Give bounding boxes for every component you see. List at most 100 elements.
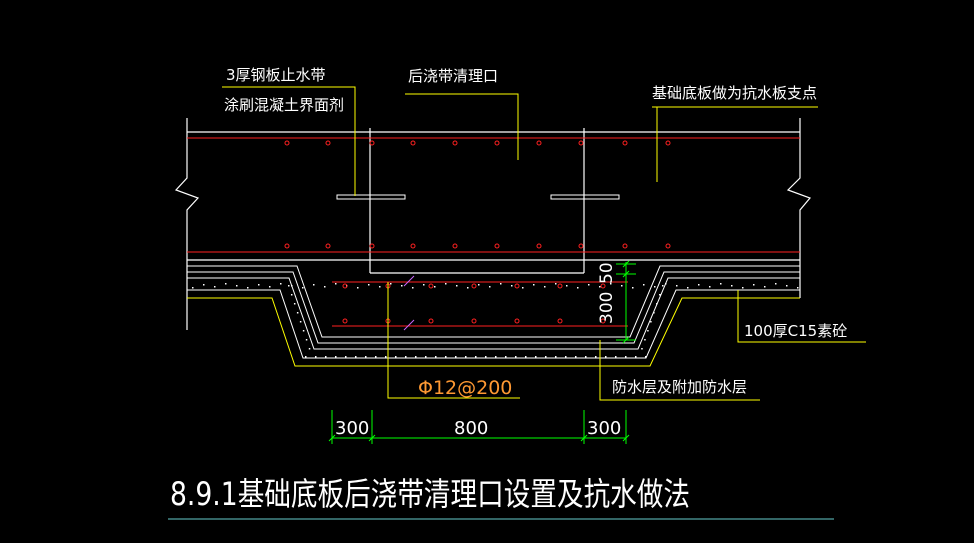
hatch-speck <box>425 356 427 358</box>
hatch-speck <box>485 356 487 358</box>
label-cleanout: 后浇带清理口 <box>408 67 498 85</box>
hatch-speck <box>291 285 293 287</box>
hatch-speck <box>533 284 535 286</box>
label-steel-plate: 3厚钢板止水带 <box>226 66 326 84</box>
rebar-dot <box>622 140 628 146</box>
rebar-dot <box>325 243 331 249</box>
rebar-dot <box>536 243 542 249</box>
rebar-dot <box>514 283 520 289</box>
hatch-speck <box>500 283 502 285</box>
rebar-dot <box>536 140 542 146</box>
hatch-speck <box>355 356 357 358</box>
hatch-speck <box>731 285 733 287</box>
hatch-speck <box>247 287 249 289</box>
rebar-dots <box>284 140 671 324</box>
hatch-speck <box>645 356 647 358</box>
hatch-speck <box>478 284 480 286</box>
hatch-speck <box>653 312 655 314</box>
hatch-speck <box>390 283 392 285</box>
hatch-speck <box>555 356 557 358</box>
label-c15-base: 100厚C15素砼 <box>744 322 847 340</box>
rebar-dot <box>494 243 500 249</box>
rebar-dot <box>471 318 477 324</box>
hatch-speck <box>720 283 722 285</box>
hatch-speck <box>505 356 507 358</box>
rebar-dot <box>369 140 375 146</box>
rebar-dot <box>494 140 500 146</box>
rebar-dot <box>452 243 458 249</box>
dim-left: 300 <box>335 418 369 439</box>
hatch-speck <box>192 287 194 289</box>
hatch-speck <box>302 287 304 289</box>
hatch-speck <box>621 285 623 287</box>
hatch-speck <box>456 285 458 287</box>
hatch-speck <box>764 286 766 288</box>
hatch-speck <box>258 284 260 286</box>
hatch-speck <box>415 356 417 358</box>
dim-right: 300 <box>587 418 621 439</box>
hatch-speck <box>385 356 387 358</box>
hatch-speck <box>269 286 271 288</box>
hatch-speck <box>522 287 524 289</box>
c15-base-layer <box>187 297 800 367</box>
rebar-tick-marks <box>403 275 415 331</box>
rebar-dot <box>514 318 520 324</box>
hatch-speck <box>647 330 649 332</box>
rebar-dot <box>452 140 458 146</box>
hatch-speck <box>435 356 437 358</box>
hatch-speck <box>676 285 678 287</box>
rebar-dot <box>342 318 348 324</box>
hatch-speck <box>445 356 447 358</box>
hatch-speck <box>665 283 667 285</box>
hatch-speck <box>662 285 664 287</box>
rebar-dot <box>471 283 477 289</box>
dimension-lines <box>328 260 636 444</box>
hatch-speck <box>585 356 587 358</box>
hatch-speck <box>644 339 646 341</box>
hatch-speck <box>599 286 601 288</box>
hatch-speck <box>315 356 317 358</box>
hatch-speck <box>575 356 577 358</box>
hatch-speck <box>445 283 447 285</box>
drawing-title: 8.9.1基础底板后浇带清理口设置及抗水做法 <box>170 475 690 513</box>
hatch-speck <box>375 356 377 358</box>
hatch-speck <box>565 356 567 358</box>
hatch-speck <box>455 356 457 358</box>
rebar-dot <box>557 318 563 324</box>
hatch-speck <box>753 284 755 286</box>
rebar-dot <box>342 283 348 289</box>
hatch-speck <box>797 287 799 289</box>
rebar-dot <box>428 283 434 289</box>
hatch-speck <box>545 356 547 358</box>
hatch-speck <box>489 286 491 288</box>
hatch-speck <box>632 287 634 289</box>
slab-outline <box>174 118 812 330</box>
label-waterproof: 防水层及附加防水层 <box>612 378 747 396</box>
hatch-speck <box>515 356 517 358</box>
hatch-speck <box>305 339 308 341</box>
hatch-speck <box>365 356 367 358</box>
hatch-speck <box>475 356 477 358</box>
hatch-speck <box>786 285 788 287</box>
dim-vertical-50: 50 <box>597 262 617 284</box>
hatch-speck <box>650 321 652 323</box>
label-interface-agent: 涂刷混凝土界面剂 <box>224 96 344 114</box>
rebar-dot <box>578 243 584 249</box>
hatch-speck <box>423 284 425 286</box>
hatch-speck <box>577 287 579 289</box>
hatch-speck <box>405 356 407 358</box>
hatch-speck <box>511 285 513 287</box>
rebar-dot <box>665 140 671 146</box>
rebar-dot <box>284 140 290 146</box>
hatch-speck <box>280 283 282 285</box>
leader-lines <box>222 86 866 401</box>
hatch-speck <box>775 283 777 285</box>
hatch-speck <box>610 283 612 285</box>
hatch-speck <box>643 284 645 286</box>
rebar-dot <box>665 243 671 249</box>
hatch-speck <box>313 284 315 286</box>
hatch-speck <box>654 286 656 288</box>
rebar-dot <box>600 318 606 324</box>
hatch-speck <box>467 287 469 289</box>
